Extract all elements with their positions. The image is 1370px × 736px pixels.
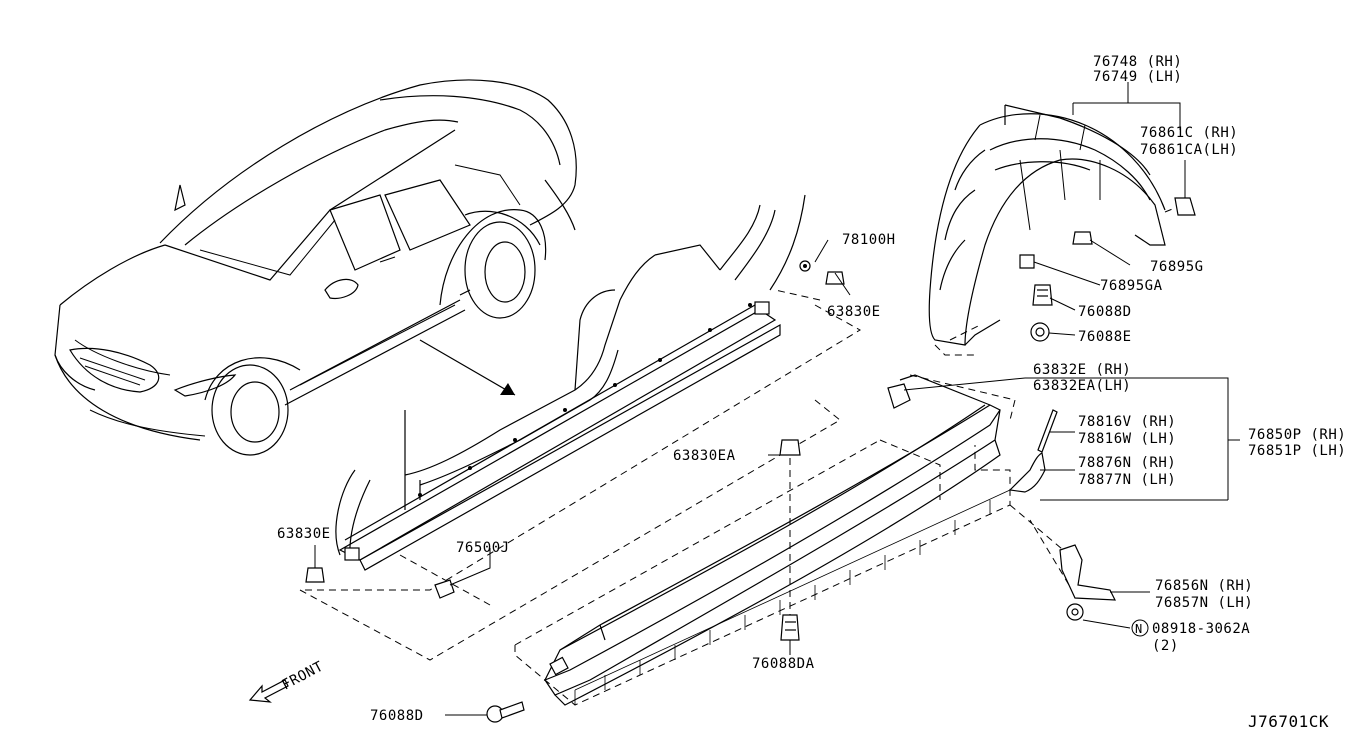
label-78876n: 78876N (RH) <box>1078 455 1176 471</box>
label-76748: 76748 (RH) <box>1093 54 1182 70</box>
nut-76088e <box>1030 322 1050 342</box>
screw-76088d-bottom <box>486 701 525 723</box>
side-sill-cover <box>543 374 1001 706</box>
front-label: FRONT <box>279 658 326 693</box>
car-illustration <box>54 79 577 456</box>
label-76749: 76749 (LH) <box>1093 69 1182 85</box>
label-78877n: 78877N (LH) <box>1078 472 1176 488</box>
clip-63830e-top <box>825 271 845 285</box>
side-sill-panel-76500j <box>335 194 806 571</box>
label-76088d-bottom: 76088D <box>370 708 424 724</box>
label-63830e-top: 63830E <box>827 304 881 320</box>
label-08918: 08918-3062A <box>1152 621 1250 637</box>
clip-63830e-left <box>305 567 325 583</box>
label-76500j: 76500J <box>456 540 510 556</box>
leader-lines <box>314 82 1240 716</box>
sill-cover-dashed-outline <box>514 374 1016 706</box>
clip-63832e <box>887 383 911 409</box>
label-76851p: 76851P (LH) <box>1248 443 1346 459</box>
label-76857n: 76857N (LH) <box>1155 595 1253 611</box>
label-76861ca: 76861CA(LH) <box>1140 142 1238 158</box>
strip-78816v <box>1037 409 1058 453</box>
label-78816v: 78816V (RH) <box>1078 414 1176 430</box>
n-symbol: N <box>1131 619 1149 637</box>
label-78816w: 78816W (LH) <box>1078 431 1176 447</box>
label-76895g: 76895G <box>1150 259 1204 275</box>
sill-cover-shading <box>574 489 1011 705</box>
label-76895ga: 76895GA <box>1100 278 1163 294</box>
rear-fender-protector <box>928 104 1166 346</box>
label-76861c: 76861C (RH) <box>1140 125 1238 141</box>
label-76088d-top: 76088D <box>1078 304 1132 320</box>
clip-63830ea <box>779 439 801 615</box>
front-arrow: FRONT <box>248 658 326 703</box>
label-63830ea: 63830EA <box>673 448 736 464</box>
label-63830e-left: 63830E <box>277 526 331 542</box>
label-63832ea: 63832EA(LH) <box>1033 378 1131 394</box>
direction-arrow <box>419 339 516 396</box>
label-76856n: 76856N (RH) <box>1155 578 1253 594</box>
nut-08918 <box>1066 603 1084 621</box>
mudguard-78876n <box>1008 452 1046 493</box>
assembly-outline-center <box>399 289 821 606</box>
screw-76088d-top <box>1032 284 1053 306</box>
assembly-outline-upper <box>299 304 861 661</box>
label-63832e: 63832E (RH) <box>1033 362 1131 378</box>
label-76850p: 76850P (RH) <box>1248 427 1346 443</box>
grommet-78100h <box>799 260 811 272</box>
clip-76895ga <box>1019 254 1035 269</box>
clip-76895g <box>1072 231 1093 245</box>
label-78100h: 78100H <box>842 232 896 248</box>
screw-76500j <box>434 579 455 599</box>
bracket-76856n <box>1059 544 1116 601</box>
part-labels: 76748 (RH) 76749 (LH) 76861C (RH) 76861C… <box>277 54 1346 731</box>
clip-76861c <box>1164 197 1196 216</box>
diagram-code: J76701CK <box>1248 712 1329 731</box>
n-symbol-letter: N <box>1135 622 1143 636</box>
label-76088e: 76088E <box>1078 329 1132 345</box>
label-76088da: 76088DA <box>752 656 815 672</box>
sill-holes <box>418 303 752 497</box>
label-08918-qty: (2) <box>1152 638 1179 654</box>
screw-76088da <box>780 614 800 641</box>
fender-dashed-outline <box>934 324 981 356</box>
